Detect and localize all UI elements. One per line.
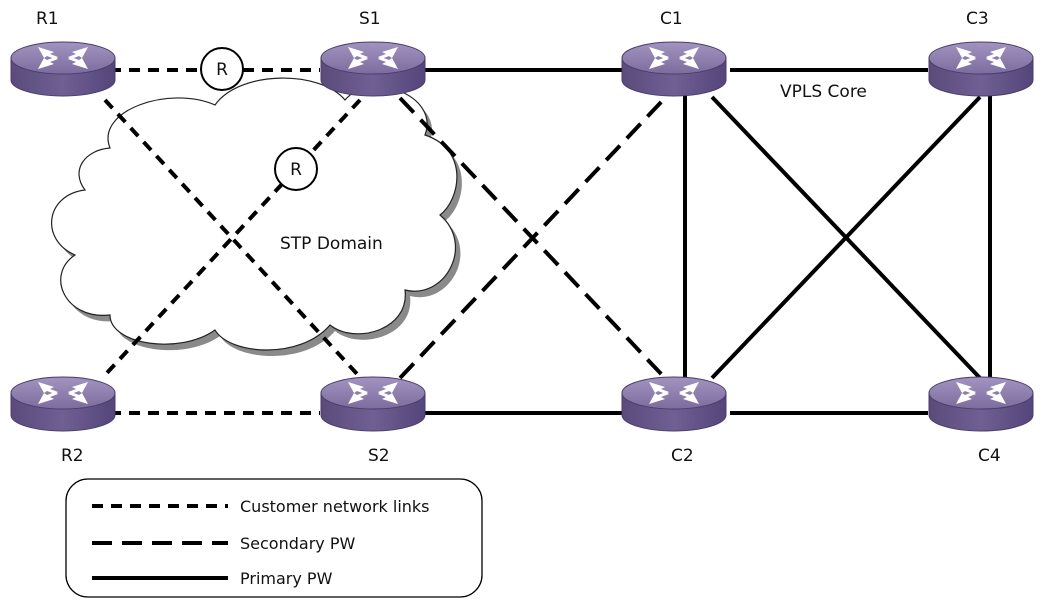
legend: Customer network links Secondary PW Prim…	[65, 478, 483, 598]
router-icon	[10, 41, 116, 97]
node-label-r1: R1	[36, 9, 59, 29]
legend-label-customer: Customer network links	[240, 497, 430, 516]
customer-link-r1-s2	[103, 98, 360, 377]
stp-domain-label: STP Domain	[280, 234, 383, 254]
router-icon	[320, 41, 426, 97]
redundancy-marker-top: R	[200, 47, 244, 91]
router-icon	[621, 41, 727, 97]
router-icon	[928, 41, 1034, 97]
node-label-s2: S2	[368, 446, 390, 466]
links	[103, 68, 992, 415]
node-label-r2: R2	[61, 446, 84, 466]
redundancy-marker-mid: R	[274, 147, 318, 191]
vpls-core-label: VPLS Core	[780, 82, 867, 102]
node-label-c1: C1	[660, 9, 683, 29]
node-label-c2: C2	[671, 446, 694, 466]
core-link-c3-c2	[710, 95, 982, 380]
node-label-c4: C4	[978, 446, 1001, 466]
router-icon	[621, 376, 727, 432]
router-icon	[320, 376, 426, 432]
node-label-s1: S1	[359, 9, 381, 29]
router-icon	[10, 376, 116, 432]
redundancy-marker-label: R	[290, 160, 302, 180]
stp-domain-cloud	[51, 77, 462, 357]
router-icon	[928, 376, 1034, 432]
redundancy-marker-label: R	[216, 60, 228, 80]
customer-link-s1-r2	[103, 98, 362, 377]
legend-label-secondary: Secondary PW	[240, 534, 355, 553]
node-label-c3: C3	[966, 9, 989, 29]
legend-label-primary: Primary PW	[240, 569, 333, 588]
secondary-pw-s2-c1	[398, 96, 667, 380]
